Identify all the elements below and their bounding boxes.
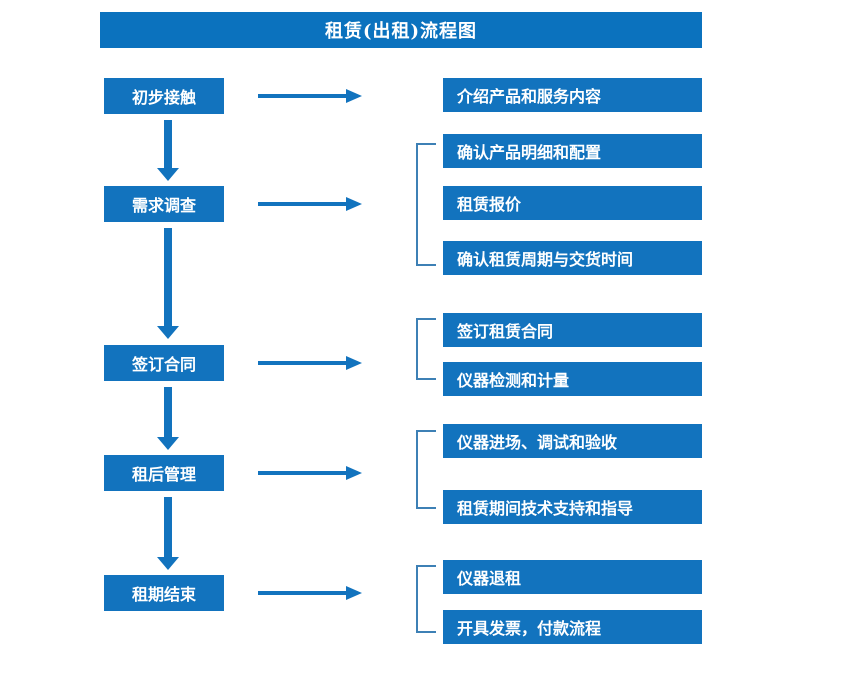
arrow-shaft xyxy=(258,471,348,475)
detail-box-3-1[interactable]: 签订租赁合同 xyxy=(443,313,702,347)
arrow-shaft xyxy=(258,202,348,206)
group-bracket-3 xyxy=(416,318,436,380)
arrow-head xyxy=(157,326,179,339)
stage-box-2[interactable]: 需求调查 xyxy=(104,186,224,222)
branch-arrow-right-3 xyxy=(258,356,364,370)
branch-arrow-right-1 xyxy=(258,89,364,103)
stage-box-1[interactable]: 初步接触 xyxy=(104,78,224,114)
detail-box-2-3[interactable]: 确认租赁周期与交货时间 xyxy=(443,241,702,275)
flow-arrow-down-1 xyxy=(157,120,179,182)
stage-box-3[interactable]: 签订合同 xyxy=(104,345,224,381)
arrow-shaft xyxy=(258,361,348,365)
flow-arrow-down-4 xyxy=(157,497,179,571)
arrow-head xyxy=(157,557,179,570)
detail-box-2-2[interactable]: 租赁报价 xyxy=(443,186,702,220)
flow-arrow-down-3 xyxy=(157,387,179,451)
group-bracket-4 xyxy=(416,430,436,509)
branch-arrow-right-2 xyxy=(258,197,364,211)
detail-box-4-2[interactable]: 租赁期间技术支持和指导 xyxy=(443,490,702,524)
arrow-head xyxy=(346,197,362,211)
arrow-head xyxy=(346,356,362,370)
detail-box-3-2[interactable]: 仪器检测和计量 xyxy=(443,362,702,396)
detail-box-5-2[interactable]: 开具发票，付款流程 xyxy=(443,610,702,644)
arrow-head xyxy=(157,437,179,450)
arrow-shaft xyxy=(164,120,172,168)
arrow-shaft xyxy=(164,387,172,437)
detail-box-1-1[interactable]: 介绍产品和服务内容 xyxy=(443,78,702,112)
flow-arrow-down-2 xyxy=(157,228,179,340)
arrow-shaft xyxy=(258,591,348,595)
group-bracket-5 xyxy=(416,565,436,633)
detail-box-4-1[interactable]: 仪器进场、调试和验收 xyxy=(443,424,702,458)
flowchart-title: 租赁(出租)流程图 xyxy=(100,12,702,48)
arrow-head xyxy=(346,466,362,480)
arrow-head xyxy=(346,586,362,600)
stage-box-4[interactable]: 租后管理 xyxy=(104,455,224,491)
arrow-head xyxy=(157,168,179,181)
branch-arrow-right-4 xyxy=(258,466,364,480)
group-bracket-2 xyxy=(416,143,436,266)
stage-box-5[interactable]: 租期结束 xyxy=(104,575,224,611)
arrow-head xyxy=(346,89,362,103)
detail-box-5-1[interactable]: 仪器退租 xyxy=(443,560,702,594)
branch-arrow-right-5 xyxy=(258,586,364,600)
arrow-shaft xyxy=(164,228,172,326)
arrow-shaft xyxy=(258,94,348,98)
arrow-shaft xyxy=(164,497,172,557)
detail-box-2-1[interactable]: 确认产品明细和配置 xyxy=(443,134,702,168)
